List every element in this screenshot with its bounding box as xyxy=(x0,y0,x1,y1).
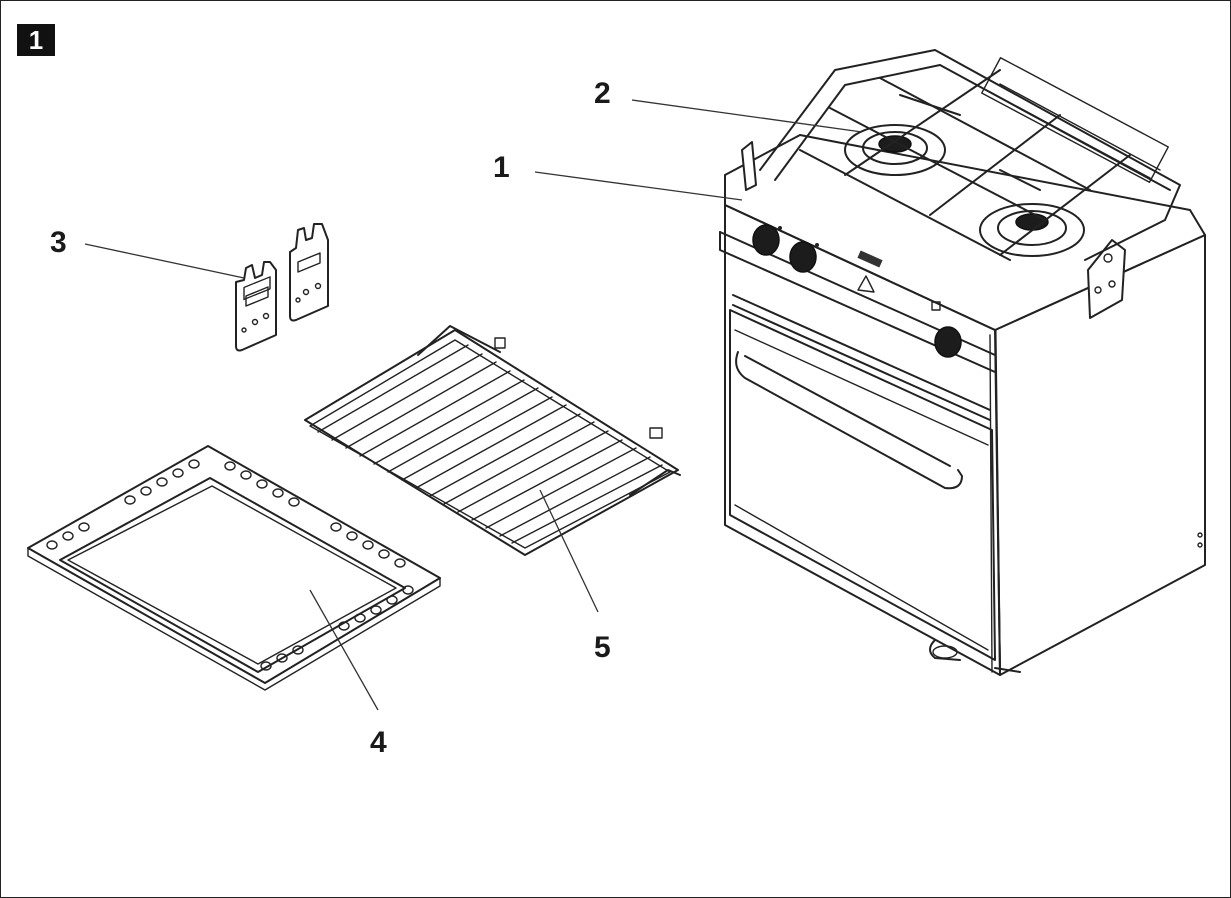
oven-shelf xyxy=(304,325,681,556)
figure-number-badge: 1 xyxy=(17,24,55,56)
callout-2: 2 xyxy=(594,77,611,110)
callout-3: 3 xyxy=(50,226,67,259)
mounting-brackets xyxy=(235,223,329,352)
pan-support-grid xyxy=(759,49,1181,261)
bracket-left xyxy=(235,261,277,352)
roasting-tray xyxy=(27,445,441,691)
callout-5: 5 xyxy=(594,631,611,664)
burner-left xyxy=(844,124,946,176)
callout-1: 1 xyxy=(493,151,510,184)
callout-4: 4 xyxy=(370,726,387,759)
leader-lines xyxy=(84,99,863,711)
bracket-right xyxy=(289,223,329,322)
callouts: 1 2 3 4 5 xyxy=(50,77,611,759)
cooker-unit xyxy=(719,49,1206,676)
